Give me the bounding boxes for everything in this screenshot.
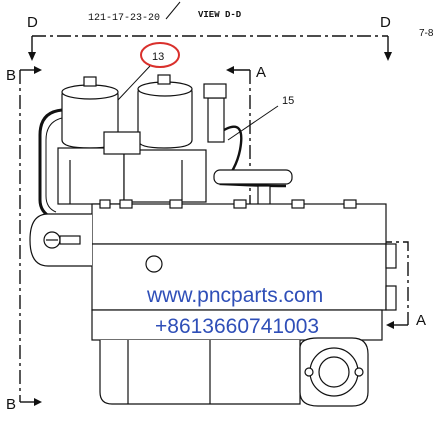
valve-stem-block bbox=[103, 131, 141, 155]
part-reference-label: 121-17-23-20 bbox=[88, 13, 160, 24]
callout-15-label: 15 bbox=[282, 95, 294, 107]
callout-13-label: 13 bbox=[152, 51, 164, 63]
section-d-right-label: D bbox=[380, 14, 391, 31]
pressure-switch-connector bbox=[203, 83, 227, 99]
flange-bolt bbox=[304, 367, 314, 377]
bolt-head bbox=[291, 199, 305, 209]
section-a-top-arrowhead bbox=[226, 66, 234, 74]
page-reference: 7-8 bbox=[419, 28, 434, 39]
section-b-bottom-label: B bbox=[6, 396, 16, 413]
pressure-switch-body bbox=[207, 97, 225, 143]
coil-nut-right bbox=[157, 74, 171, 85]
mounting-stud bbox=[59, 235, 81, 245]
wire-harness-left-inner bbox=[45, 117, 63, 213]
section-b-bottom-arrowhead bbox=[34, 398, 42, 406]
solenoid-coil-left-cap bbox=[61, 84, 119, 100]
side-port-upper bbox=[385, 243, 397, 269]
section-a-top-label: A bbox=[256, 64, 266, 81]
side-port-lower bbox=[385, 285, 397, 311]
watermark-phone: +8613660741003 bbox=[155, 315, 319, 338]
bolt-head bbox=[169, 199, 183, 209]
section-b-top-label: B bbox=[6, 67, 16, 84]
flange-bolt bbox=[354, 367, 364, 377]
manifold-block-lower bbox=[91, 309, 383, 341]
bolt-head bbox=[343, 199, 357, 209]
valve-body-left bbox=[57, 147, 125, 205]
section-a-bottom-label: A bbox=[416, 312, 426, 329]
flange-port-inner bbox=[318, 356, 350, 388]
valve-body-right bbox=[123, 149, 207, 203]
callout-13-highlight bbox=[140, 42, 180, 68]
watermark-website: www.pncparts.com bbox=[146, 284, 323, 307]
view-title: VIEW D-D bbox=[198, 10, 242, 20]
section-d-left-arrowhead bbox=[28, 52, 36, 61]
valve-assembly bbox=[29, 74, 397, 407]
section-d-right-arrowhead bbox=[384, 52, 392, 61]
manifold-block-top bbox=[91, 203, 387, 245]
header-leader-line bbox=[165, 1, 181, 20]
manifold-block-middle bbox=[91, 243, 387, 311]
callout-13-leader bbox=[117, 65, 151, 101]
callout-15-leader bbox=[227, 105, 279, 141]
switch-fitting bbox=[257, 185, 271, 207]
manifold-port bbox=[145, 255, 163, 273]
switch-bracket bbox=[213, 169, 293, 185]
section-a-bottom-arrowhead bbox=[386, 321, 394, 329]
section-b-top-arrowhead bbox=[34, 66, 42, 74]
bolt-head bbox=[233, 199, 247, 209]
bolt-head bbox=[119, 199, 133, 209]
base-housing bbox=[99, 340, 301, 405]
bolt-head bbox=[99, 199, 111, 209]
section-d-left-label: D bbox=[27, 14, 38, 31]
coil-nut-left bbox=[83, 76, 97, 87]
